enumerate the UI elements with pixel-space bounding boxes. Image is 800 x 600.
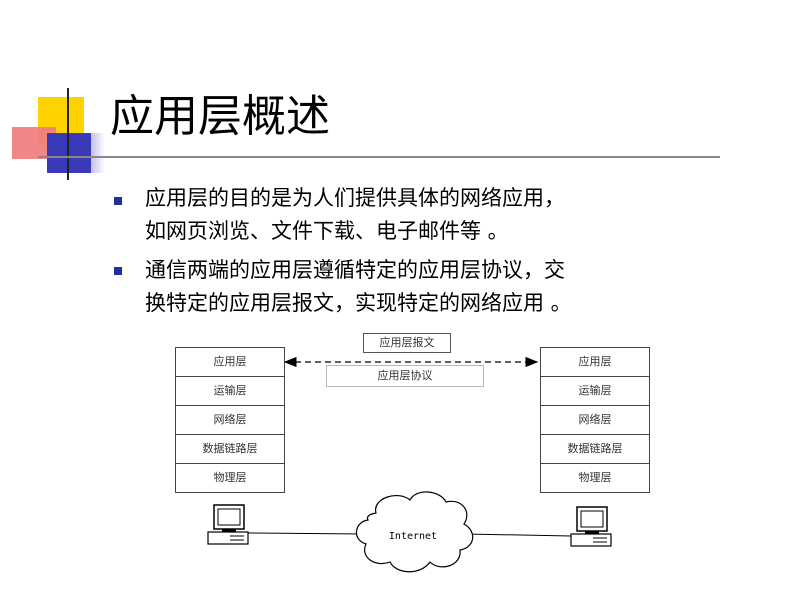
layer-datalink-left: 数据链路层 bbox=[176, 435, 284, 464]
bullet-2-line-2: 换特定的应用层报文，实现特定的网络应用 。 bbox=[145, 291, 572, 315]
protocol-stack-right: 应用层 运输层 网络层 数据链路层 物理层 bbox=[540, 347, 650, 493]
bullet-1-line-2: 如网页浏览、文件下载、电子邮件等 。 bbox=[145, 219, 509, 243]
decor-vertical-line bbox=[67, 88, 69, 180]
bullet-marker-1 bbox=[114, 197, 122, 205]
bullet-1-line-1: 应用层的目的是为人们提供具体的网络应用， bbox=[145, 186, 565, 210]
layer-network-right: 网络层 bbox=[541, 406, 649, 435]
app-protocol-label: 应用层协议 bbox=[326, 365, 484, 387]
bullet-text-1: 应用层的目的是为人们提供具体的网络应用， 如网页浏览、文件下载、电子邮件等 。 bbox=[145, 182, 745, 248]
title-underline bbox=[38, 156, 720, 158]
bullet-marker-2 bbox=[114, 267, 122, 275]
layer-transport-left: 运输层 bbox=[176, 377, 284, 406]
internet-label: Internet bbox=[389, 531, 437, 542]
layer-physical-left: 物理层 bbox=[213, 471, 247, 484]
layer-network-left: 网络层 bbox=[176, 406, 284, 435]
slide-title: 应用层概述 bbox=[110, 91, 330, 142]
protocol-stack-left: 应用层 运输层 网络层 数据链路层 物理层 bbox=[175, 347, 285, 493]
bullet-2-line-1: 通信两端的应用层遵循特定的应用层协议，交 bbox=[145, 258, 565, 282]
layer-application-left: 应用层 bbox=[176, 348, 284, 377]
decor-blue-gradient bbox=[65, 133, 105, 173]
internet-cloud-icon bbox=[355, 491, 474, 573]
layer-datalink-right: 数据链路层 bbox=[541, 435, 649, 464]
layer-transport-right: 运输层 bbox=[541, 377, 649, 406]
layer-application-right: 应用层 bbox=[541, 348, 649, 377]
link-left bbox=[247, 532, 363, 535]
layer-physical-right: 物理层 bbox=[578, 471, 612, 484]
app-message-label: 应用层报文 bbox=[363, 333, 451, 353]
link-right bbox=[464, 533, 572, 537]
computer-icon-right bbox=[570, 506, 612, 547]
computer-icon-left bbox=[207, 504, 249, 545]
bullet-text-2: 通信两端的应用层遵循特定的应用层协议，交 换特定的应用层报文，实现特定的网络应用… bbox=[145, 254, 745, 320]
